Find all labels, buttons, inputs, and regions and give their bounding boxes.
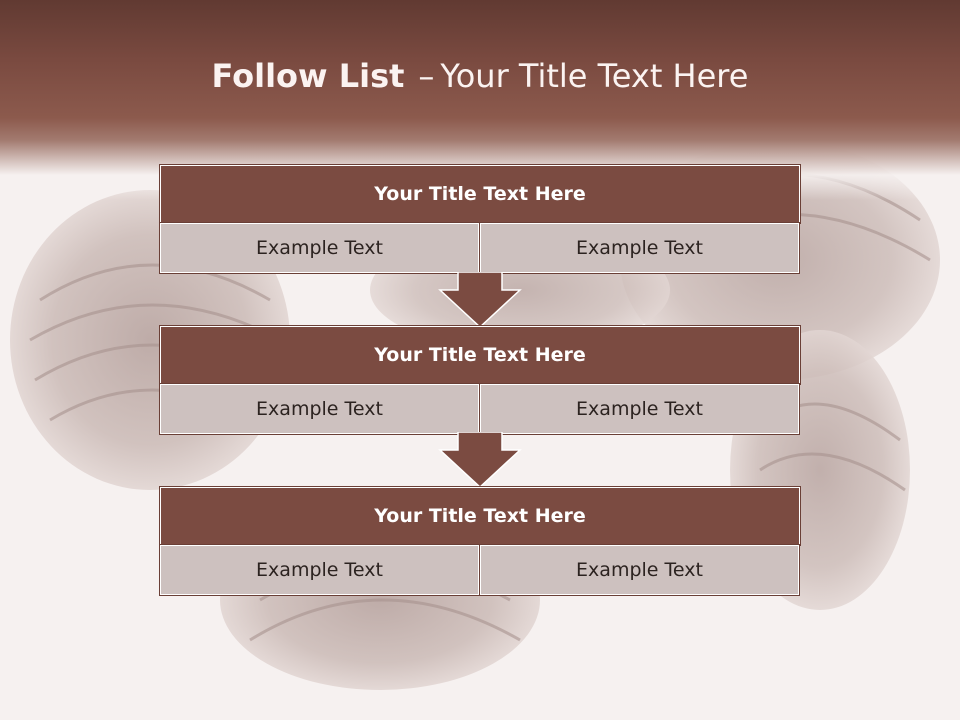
block-cell-right[interactable]: Example Text [480,384,799,434]
slide-title: Follow List–Your Title Text Here [0,52,960,100]
block-cell-left[interactable]: Example Text [160,384,479,434]
block-title[interactable]: Your Title Text Here [160,487,800,545]
slide-title-rest: Your Title Text Here [440,57,749,95]
block-title[interactable]: Your Title Text Here [160,326,800,384]
down-arrow-icon [438,432,522,488]
down-arrow-icon [438,272,522,328]
slide-title-bold: Follow List [211,57,405,95]
block-cell-right[interactable]: Example Text [480,223,799,273]
block-title[interactable]: Your Title Text Here [160,165,800,223]
block-cell-left[interactable]: Example Text [160,223,479,273]
block-cell-left[interactable]: Example Text [160,545,479,595]
slide-title-dash: – [418,57,435,95]
block-cell-right[interactable]: Example Text [480,545,799,595]
